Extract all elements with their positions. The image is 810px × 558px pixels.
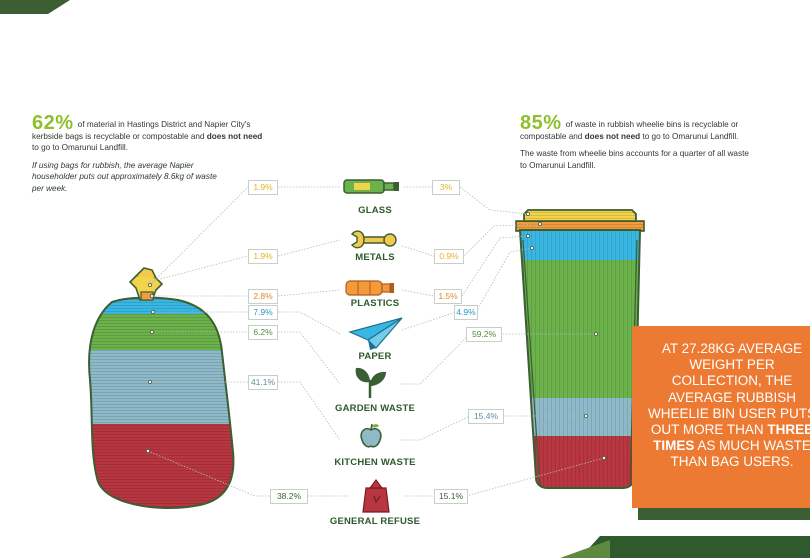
rubbish-bag-illustration — [88, 267, 235, 509]
category-kitchen-waste: KITCHEN WASTE — [334, 457, 416, 468]
wheelie-bin-illustration — [515, 209, 645, 489]
bottle-icon — [343, 179, 399, 194]
bag-value-general: 38.2% — [270, 489, 308, 504]
bin-value-garden: 59.2% — [466, 327, 502, 342]
bag-value-paper: 7.9% — [248, 305, 278, 320]
bin-value-paper: 4.9% — [454, 305, 478, 320]
bag-intro-bold: does not need — [206, 131, 263, 141]
category-paper: PAPER — [358, 351, 392, 362]
apple-icon — [360, 423, 382, 448]
category-glass: GLASS — [358, 205, 392, 216]
bin-value-plastics: 1.5% — [434, 289, 462, 304]
bag-intro: 62% of material in Hastings District and… — [32, 113, 268, 194]
bag-intro-text-1: of material in Hastings District and Nap… — [32, 120, 251, 141]
callout-text-1: AT 27.28KG AVERAGE WEIGHT PER COLLECTION… — [647, 341, 810, 438]
bag-intro-text-2: to go to Omarunui Landfill. — [32, 143, 129, 152]
category-metals: METALS — [355, 252, 395, 263]
bin-bag-icon — [362, 479, 390, 513]
bag-intro-note: If using bags for rubbish, the average N… — [32, 160, 217, 193]
bin-intro-bold: does not need — [584, 131, 641, 141]
bag-value-garden: 6.2% — [248, 325, 278, 340]
bin-intro-text-2: to go to Omarunui Landfill. — [640, 131, 739, 141]
sprout-icon — [355, 367, 386, 398]
bin-value-kitchen: 15.4% — [468, 409, 504, 424]
bag-leader-lines — [147, 186, 350, 497]
corner-band-bottom-light — [560, 540, 610, 558]
bag-value-metals: 1.9% — [248, 249, 278, 264]
bag-value-plastics: 2.8% — [248, 289, 278, 304]
corner-band-top — [0, 0, 70, 14]
bag-value-glass: 1.9% — [248, 180, 278, 195]
bin-value-glass: 3% — [432, 180, 460, 195]
category-plastics: PLASTICS — [350, 298, 400, 309]
bin-intro-sub: The waste from wheelie bins accounts for… — [520, 149, 749, 170]
bin-value-general: 15.1% — [434, 489, 468, 504]
category-garden-waste: GARDEN WASTE — [335, 403, 415, 414]
paper-plane-icon — [348, 317, 403, 350]
bin-value-metals: 0.9% — [434, 249, 464, 264]
bin-intro: 85% of waste in rubbish wheelie bins is … — [520, 113, 760, 171]
callout-bold: THREE TIMES — [653, 422, 810, 454]
callout-text-2: AS MUCH WASTE THAN BAG USERS. — [670, 438, 810, 470]
bin-intro-text-1: of waste in rubbish wheelie bins is recy… — [520, 120, 739, 141]
bin-leader-lines — [400, 186, 605, 497]
category-general-refuse: GENERAL REFUSE — [329, 516, 421, 527]
bag-percent: 62% — [32, 112, 74, 134]
bin-percent: 85% — [520, 112, 562, 134]
leader-dots — [145, 211, 607, 461]
corner-band-bottom — [580, 536, 810, 558]
wrench-icon — [350, 230, 397, 249]
callout-box: AT 27.28KG AVERAGE WEIGHT PER COLLECTION… — [632, 326, 810, 508]
bag-value-kitchen: 41.1% — [248, 375, 278, 390]
plastic-bottle-icon — [345, 280, 394, 296]
